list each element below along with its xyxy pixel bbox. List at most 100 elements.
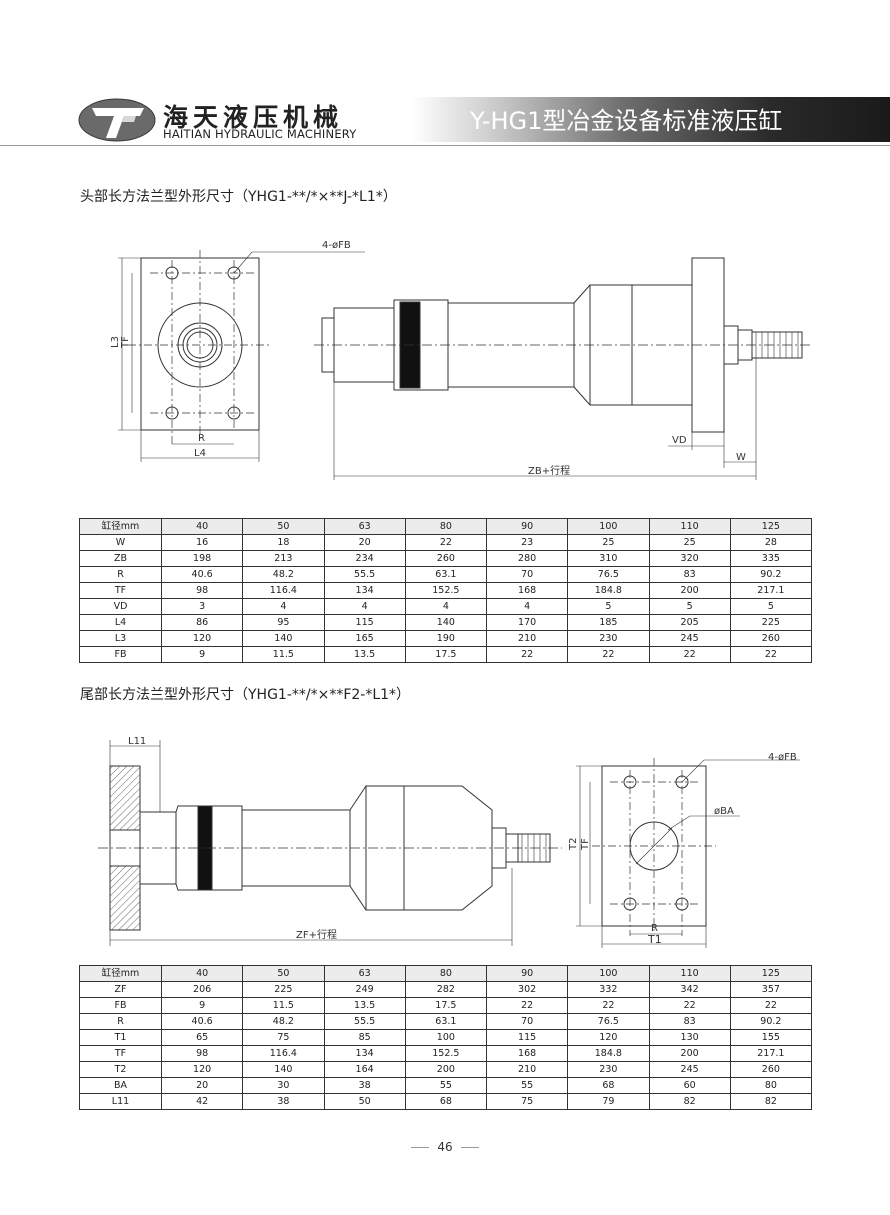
- table-cell: 282: [404, 981, 488, 998]
- table-row-label: FB: [79, 646, 162, 663]
- table-row-label: 缸径mm: [79, 965, 162, 982]
- table-cell: 210: [485, 1061, 569, 1078]
- table-cell: 75: [242, 1029, 325, 1046]
- table-cell: 225: [242, 981, 325, 998]
- section1-drawing: 4-øFB L3 TF R L4 VD W ZB+行程: [110, 240, 812, 480]
- section2-title: 尾部长方法兰型外形尺寸（YHG1-**/*×**F2-*L1*）: [80, 687, 411, 703]
- table-cell: 13.5: [323, 646, 406, 663]
- table-cell: 20: [323, 534, 406, 551]
- table-cell: 48.2: [242, 1013, 325, 1030]
- table-cell: 90: [485, 965, 569, 982]
- table-cell: 9: [160, 997, 244, 1014]
- page-number-value: 46: [437, 1140, 453, 1154]
- s1-label-vd: VD: [672, 435, 687, 446]
- table-cell: 320: [648, 550, 731, 567]
- table-cell: 335: [729, 550, 813, 567]
- table-cell: 134: [323, 582, 406, 599]
- table-cell: 302: [485, 981, 569, 998]
- table-cell: 25: [567, 534, 650, 551]
- table-cell: 225: [729, 614, 813, 631]
- table-cell: 83: [648, 1013, 731, 1030]
- table-cell: 210: [485, 630, 569, 647]
- table-cell: 4: [404, 598, 488, 615]
- s2-label-zf: ZF+行程: [296, 928, 337, 941]
- table-cell: 357: [729, 981, 813, 998]
- table-cell: 217.1: [729, 1045, 813, 1062]
- table-cell: 4: [485, 598, 569, 615]
- table-cell: 65: [160, 1029, 244, 1046]
- table-cell: 332: [567, 981, 650, 998]
- s2-label-t1: T1: [647, 933, 662, 946]
- table-cell: 90.2: [729, 1013, 813, 1030]
- table-cell: 16: [160, 534, 244, 551]
- table-cell: 18: [242, 534, 325, 551]
- table-cell: 115: [485, 1029, 569, 1046]
- table-cell: 86: [160, 614, 244, 631]
- table-cell: 22: [729, 997, 813, 1014]
- table-cell: 90: [485, 518, 569, 535]
- table-cell: 230: [567, 630, 650, 647]
- table-cell: 152.5: [404, 1045, 488, 1062]
- table-cell: 152.5: [404, 582, 488, 599]
- table-row-label: TF: [79, 1045, 162, 1062]
- table-cell: 50: [323, 1093, 406, 1110]
- table-cell: 55: [404, 1077, 488, 1094]
- table-cell: 60: [648, 1077, 731, 1094]
- table-cell: 80: [729, 1077, 813, 1094]
- table-cell: 83: [648, 566, 731, 583]
- table-cell: 22: [648, 997, 731, 1014]
- table-row-label: R: [79, 1013, 162, 1030]
- table-cell: 245: [648, 1061, 731, 1078]
- table-cell: 17.5: [404, 646, 488, 663]
- s2-label-ba: øBA: [714, 806, 734, 817]
- table-row-label: W: [79, 534, 162, 551]
- table-cell: 198: [160, 550, 244, 567]
- s1-label-fb: 4-øFB: [322, 240, 351, 251]
- table-cell: 38: [242, 1093, 325, 1110]
- table-cell: 134: [323, 1045, 406, 1062]
- table-cell: 110: [648, 965, 731, 982]
- s1-label-r: R: [198, 433, 205, 444]
- table-cell: 40: [160, 965, 244, 982]
- table-row-label: T1: [79, 1029, 162, 1046]
- table-cell: 206: [160, 981, 244, 998]
- table-cell: 280: [485, 550, 569, 567]
- table-cell: 25: [648, 534, 731, 551]
- table-row-label: VD: [79, 598, 162, 615]
- table-cell: 4: [323, 598, 406, 615]
- table-cell: 55: [485, 1077, 569, 1094]
- table-cell: 140: [242, 1061, 325, 1078]
- table-cell: 90.2: [729, 566, 813, 583]
- table-cell: 76.5: [567, 566, 650, 583]
- table-cell: 22: [485, 997, 569, 1014]
- header-divider: [0, 145, 890, 146]
- table-row-label: TF: [79, 582, 162, 599]
- table-cell: 110: [648, 518, 731, 535]
- section1-title: 头部长方法兰型外形尺寸（YHG1-**/*×**J-*L1*）: [80, 189, 397, 205]
- table-cell: 140: [404, 614, 488, 631]
- table-cell: 164: [323, 1061, 406, 1078]
- table-cell: 30: [242, 1077, 325, 1094]
- table-cell: 68: [404, 1093, 488, 1110]
- table-cell: 100: [404, 1029, 488, 1046]
- table-cell: 213: [242, 550, 325, 567]
- table-cell: 4: [242, 598, 325, 615]
- table-cell: 68: [567, 1077, 650, 1094]
- table-cell: 55.5: [323, 566, 406, 583]
- table-cell: 200: [648, 1045, 731, 1062]
- table-cell: 165: [323, 630, 406, 647]
- table-cell: 115: [323, 614, 406, 631]
